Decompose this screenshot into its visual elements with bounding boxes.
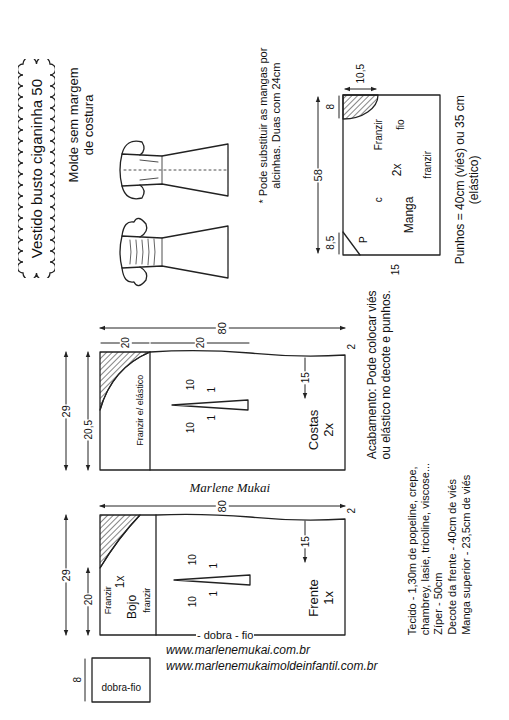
gather-note: franzir	[422, 150, 434, 180]
bust-seam	[149, 352, 150, 470]
dimension-label: 29	[60, 404, 73, 418]
dimension-label: 1	[208, 590, 220, 598]
piece-name: Costas 2x	[307, 405, 337, 455]
piece-count: 1x	[114, 575, 128, 590]
dress-zipper	[124, 170, 226, 171]
title-text: Vestido busto ciganinha 50	[28, 78, 45, 257]
gather-note: franzir	[142, 587, 152, 614]
dimension-label: 10	[184, 378, 196, 391]
note-text: * Pode substituir as mangas por alcinhas…	[257, 39, 282, 211]
dimension-label: 2	[346, 343, 358, 351]
dimension-line	[339, 96, 340, 118]
back-piece	[100, 351, 345, 470]
materials-note: Decote da frente - 40cm de viés	[446, 449, 459, 636]
dimension-line	[88, 352, 89, 470]
sleeve-piece	[343, 95, 440, 255]
bust-seam	[155, 515, 156, 635]
materials-note: Manga superior - 23,5cm de viés	[460, 449, 473, 636]
dimension-label: 8	[325, 103, 337, 111]
note-text: Punhos = 40cm (viés) ou 35 cm (elástico)	[454, 84, 482, 276]
dress-seam	[162, 238, 163, 266]
gather-note: Franzir	[372, 118, 384, 151]
materials-note: Tecido - 1,30m de popeline, crepe, chamb…	[406, 449, 431, 636]
dimension-label: 15	[389, 263, 401, 276]
dimension-label: 8,5	[325, 235, 337, 251]
dimension-label: 20	[119, 336, 131, 349]
dimension-line	[85, 659, 86, 701]
point-mark: c	[372, 196, 384, 203]
materials-note: Zíper - 50cm	[432, 449, 445, 636]
dimension-label: 8	[72, 676, 84, 684]
dimension-label: 10,5	[354, 63, 366, 84]
dress-sketch	[120, 226, 228, 278]
note-text: Molde sem margem de costura	[67, 64, 97, 186]
grain-note: fio	[394, 118, 406, 131]
dimension-label: 10	[186, 553, 198, 566]
title-cloud: Vestido busto ciganinha 50	[18, 59, 55, 278]
dress-sleeve	[122, 141, 144, 155]
fold-note: dobra-fio	[101, 682, 142, 694]
piece-name: Frente 1x	[307, 573, 337, 623]
dimension-label: 20	[194, 336, 206, 349]
dimension-label: 10	[184, 421, 196, 434]
dimension-label: 15	[299, 371, 311, 384]
piece-count: 2x	[391, 163, 405, 178]
dimension-label: 15	[299, 535, 311, 548]
dimension-label: 1	[208, 562, 220, 570]
signature: Marlene Mukai	[189, 481, 272, 496]
website-url: www.marlenemukai.com.br	[165, 644, 311, 658]
dimension-label: 10	[186, 595, 198, 608]
gather-note: Franzir	[103, 585, 113, 615]
dart	[174, 575, 250, 585]
piece-name: Bojo	[126, 594, 140, 620]
fold-note: - dobra - fio	[196, 629, 254, 642]
dress-sketch	[120, 144, 228, 196]
dress-sleeve	[122, 267, 147, 286]
sleeve-cap-hatch	[343, 95, 378, 119]
dress-sleeve	[122, 185, 144, 199]
dimension-label: 20,5	[82, 419, 94, 440]
small-piece	[92, 658, 150, 702]
dimension-label: 80	[216, 499, 229, 513]
dimension-line	[339, 233, 340, 254]
note-text: Acabamento: Pode colocar viés ou elástic…	[366, 284, 394, 466]
piece-name: Manga	[403, 196, 417, 235]
website-url: www.marlenemukaimoldeinfantil.com.br	[165, 660, 378, 674]
gather-note: Franzir e/ elástico	[135, 374, 145, 447]
point-mark: P	[357, 235, 369, 244]
dimension-label: 1	[206, 414, 218, 422]
dimension-line	[345, 89, 376, 90]
shirring-lines	[130, 239, 155, 265]
dart	[172, 400, 248, 410]
dimension-label: 2	[346, 507, 358, 515]
dimension-label: 80	[216, 321, 229, 335]
cloud-outline	[18, 59, 55, 278]
front-piece	[100, 514, 345, 635]
dimension-label: 1	[206, 386, 218, 394]
dimension-label: 58	[312, 168, 325, 182]
dimension-label: 29	[60, 568, 73, 582]
dress-sleeve	[122, 218, 147, 237]
neckline-hatch	[100, 515, 140, 568]
dimension-label: 20	[82, 593, 94, 606]
